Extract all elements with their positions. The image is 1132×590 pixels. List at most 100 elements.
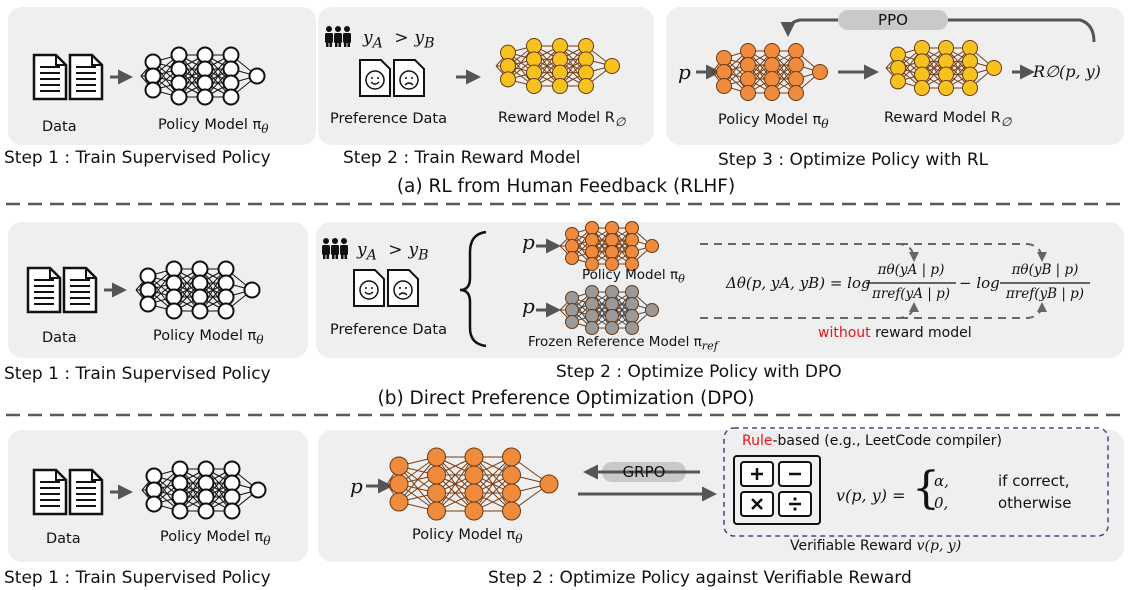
dpo-step2-caption: Step 2 : Optimize Policy with DPO (556, 362, 842, 382)
network-node (165, 302, 183, 320)
network-node (191, 302, 209, 320)
face-eye (371, 77, 373, 79)
dpo-dashed-arrow (700, 243, 919, 262)
network-node (427, 447, 446, 467)
network-node (552, 38, 568, 54)
network-node (764, 71, 780, 87)
rlhf-section-title: (a) RL from Human Feedback (RLHF) (396, 176, 736, 197)
person-head (344, 26, 350, 32)
face-outline (365, 70, 385, 90)
network-node (812, 64, 828, 80)
network-node (196, 88, 214, 106)
neural-network-icon (135, 260, 261, 320)
divide-dot (793, 507, 797, 511)
network-node (565, 227, 579, 241)
grpo-step2-policy-sub: θ (515, 531, 523, 546)
network-node (139, 267, 157, 285)
network-node (171, 474, 189, 492)
network-node (962, 66, 978, 83)
network-node (578, 78, 594, 94)
face-eye (365, 287, 367, 289)
doc-fold (91, 55, 102, 66)
happy-face-doc-icon (359, 59, 391, 97)
network-node (625, 309, 639, 323)
network-node (938, 66, 954, 83)
network-node (605, 309, 619, 323)
grpo-policy-text: Policy Model π (160, 529, 264, 545)
policy-network-icon (711, 43, 828, 101)
dpo-frac1-den: πref(yA | p) (872, 286, 950, 302)
network-node (139, 295, 157, 313)
rlhf-step3-reward-text: Reward Model R (884, 110, 1001, 126)
rlhf-step3-reward-label: Reward Model R∅ (884, 110, 1011, 129)
network-node (645, 303, 659, 317)
network-node (389, 474, 409, 494)
grpo-step2-policy-label: Policy Model πθ (412, 527, 522, 546)
document-icon (62, 266, 98, 314)
network-node (788, 57, 804, 73)
person-leg (344, 42, 347, 47)
grpo-verifiable-text: Verifiable Reward (790, 538, 917, 554)
network-node (222, 60, 240, 78)
dpo-reward-model-text: reward model (870, 325, 972, 341)
network-node (464, 501, 484, 521)
network-node (585, 285, 599, 299)
person-body (340, 245, 348, 255)
dpo-ref-model-sub: ref (701, 339, 718, 353)
network-node (565, 303, 579, 317)
doc-outline (359, 59, 391, 97)
times-glyph (751, 498, 763, 510)
neural-network-icon (140, 46, 266, 106)
person-head (332, 238, 338, 244)
network-node (578, 64, 594, 81)
rlhf-pref-yb: y (414, 28, 425, 48)
network-node (565, 315, 579, 329)
network-node (223, 488, 241, 506)
person-leg (338, 42, 341, 47)
network-node (788, 43, 804, 59)
dpo-p-top: p (522, 230, 535, 254)
doc-fold (55, 470, 66, 481)
doc-outline (26, 266, 62, 314)
network-node (764, 43, 780, 59)
network-edge (398, 456, 437, 503)
doc-outline (32, 53, 68, 101)
policy-network-icon (559, 221, 659, 271)
network-node (578, 51, 594, 68)
network-node (552, 64, 568, 81)
face-smile (370, 81, 380, 85)
network-node (914, 80, 930, 96)
network-node (986, 60, 1002, 76)
doc-outline (62, 266, 98, 314)
network-node (625, 233, 639, 247)
dpo-step1-caption: Step 1 : Train Supervised Policy (4, 364, 271, 384)
grpo-rule-text: Rule-based (e.g., LeetCode compiler) (742, 433, 1002, 449)
doc-outline (32, 468, 68, 516)
doc-fold (85, 268, 96, 279)
doc-outline (393, 59, 425, 97)
network-node (389, 492, 409, 512)
network-node (389, 456, 409, 476)
rlhf-reward-text: Reward Model R (498, 110, 615, 126)
network-node (578, 38, 594, 54)
network-node (539, 474, 559, 494)
document-icon (68, 53, 104, 101)
sad-face-doc-icon (387, 269, 419, 307)
network-node (605, 221, 619, 235)
grpo-case2-val: 0, (934, 494, 949, 512)
network-node (223, 460, 241, 478)
dpo-pref-text: yA >yB (357, 240, 429, 263)
person-head (341, 238, 347, 244)
network-node (165, 288, 183, 306)
network-node (552, 78, 568, 94)
network-node (197, 502, 215, 520)
face-eye (405, 77, 407, 79)
rlhf-policy-sub: θ (261, 121, 269, 136)
person-head (323, 238, 329, 244)
person-head (335, 26, 341, 32)
network-node (716, 78, 732, 94)
network-node (585, 321, 599, 335)
person-leg (344, 254, 347, 259)
network-node (716, 64, 732, 80)
dpo-data-label: Data (42, 330, 77, 346)
